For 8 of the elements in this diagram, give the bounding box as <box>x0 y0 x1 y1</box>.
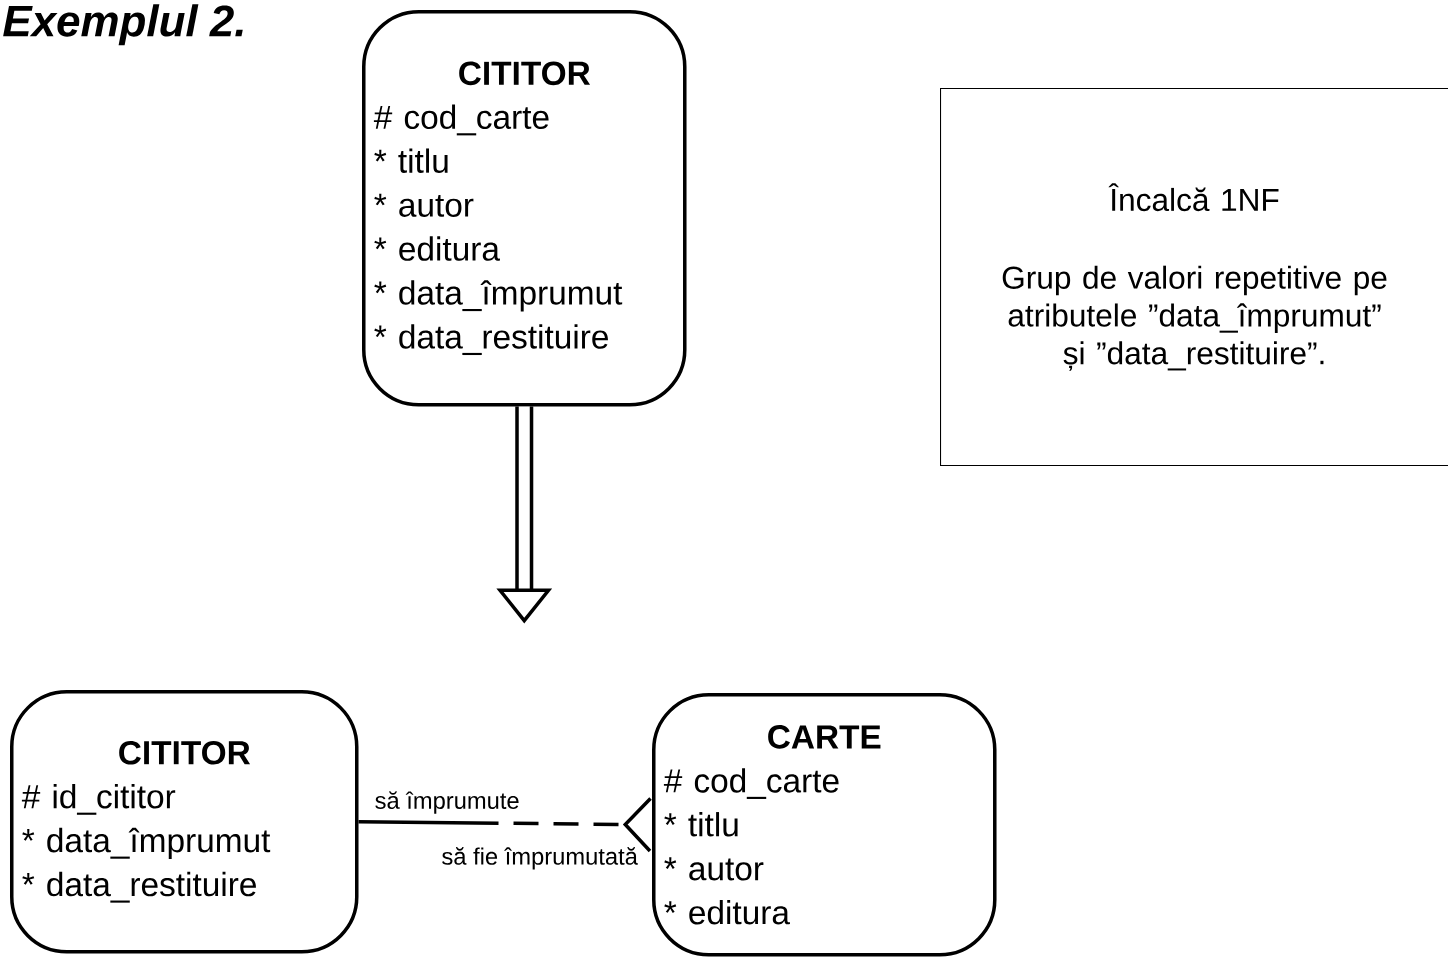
relationship-label: să fie împrumutată <box>439 845 640 872</box>
entity-box: CARTE # cod_carte * titlu * autor * editura <box>652 693 997 957</box>
edge-label: să împrumute <box>372 789 522 816</box>
note-box: Încalcă 1NF Grup de valori repetitive pe atributele ”data_împrumut” și ”data_restituire”. <box>940 88 1448 467</box>
slide-title: Exemplul 2. <box>3 4 243 46</box>
entity-box: CITITOR # cod_carte * titlu * autor * editura * data_împrumut * data_restituire <box>362 10 687 407</box>
entity-box: CITITOR # id_cititor * data_împrumut * data_restituire <box>10 690 359 954</box>
relationship-line <box>358 797 652 853</box>
